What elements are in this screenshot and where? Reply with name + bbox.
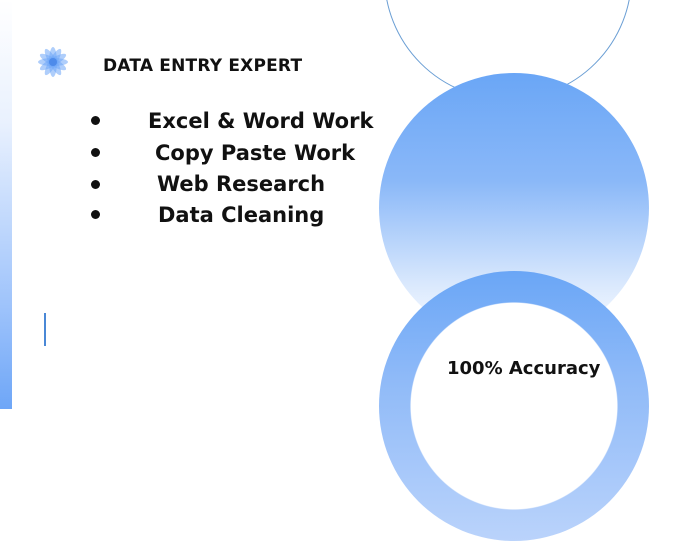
accuracy-badge-label: 100% Accuracy bbox=[447, 358, 601, 379]
decorative-ring-bottom bbox=[379, 271, 649, 541]
flower-logo-icon bbox=[38, 47, 68, 77]
service-item-excel-word: Excel & Word Work bbox=[148, 109, 374, 133]
headline-title: DATA ENTRY EXPERT bbox=[103, 56, 303, 76]
left-gradient-bar bbox=[0, 0, 12, 409]
bullet-icon bbox=[91, 180, 100, 189]
bullet-icon bbox=[91, 148, 100, 157]
bullet-icon bbox=[91, 210, 100, 219]
accent-line bbox=[44, 313, 46, 346]
service-item-copy-paste: Copy Paste Work bbox=[155, 141, 356, 165]
service-item-data-cleaning: Data Cleaning bbox=[158, 203, 325, 227]
service-item-web-research: Web Research bbox=[157, 172, 326, 196]
bullet-icon bbox=[91, 116, 100, 125]
